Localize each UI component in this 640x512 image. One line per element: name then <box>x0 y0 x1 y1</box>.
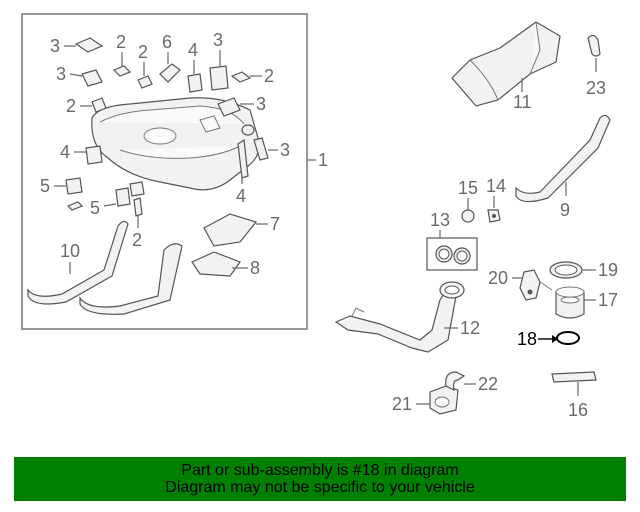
strap-9[interactable] <box>515 114 611 203</box>
pad-4-top[interactable] <box>187 73 203 93</box>
callout-1[interactable]: 1 <box>318 150 328 170</box>
callout-21[interactable]: 21 <box>392 394 412 414</box>
o-ring-18[interactable] <box>556 331 580 345</box>
callout-15[interactable]: 15 <box>458 178 478 198</box>
grommet-3[interactable] <box>241 124 255 136</box>
callout-2b[interactable]: 2 <box>138 42 148 62</box>
callout-2e[interactable]: 2 <box>132 230 142 250</box>
callout-3c[interactable]: 3 <box>56 64 66 84</box>
callout-14[interactable]: 14 <box>486 176 506 196</box>
callout-16[interactable]: 16 <box>568 400 588 420</box>
hose-23[interactable] <box>587 34 601 57</box>
callout-22[interactable]: 22 <box>478 374 498 394</box>
callout-2a[interactable]: 2 <box>116 32 126 52</box>
hose-16[interactable] <box>551 371 597 383</box>
callout-17[interactable]: 17 <box>598 290 618 310</box>
pad-4-left[interactable] <box>85 145 103 165</box>
filler-pipe-12[interactable] <box>334 281 465 353</box>
callout-3d[interactable]: 3 <box>256 94 266 114</box>
filler-duct-11[interactable] <box>451 21 561 107</box>
valve-20[interactable] <box>519 269 553 301</box>
pad-3-side[interactable] <box>253 137 269 161</box>
callout-3a[interactable]: 3 <box>50 36 60 56</box>
banner-line-1: Part or sub-assembly is #18 in diagram <box>181 462 459 479</box>
fuel-tank-assembly-frame <box>21 13 308 330</box>
callout-20[interactable]: 20 <box>488 268 508 288</box>
callout-23[interactable]: 23 <box>586 78 606 98</box>
banner-line-2: Diagram may not be specific to your vehi… <box>165 479 475 496</box>
pad-5-upper[interactable] <box>65 177 83 195</box>
tank-strap-10-a[interactable] <box>27 220 129 305</box>
arrowhead-18 <box>552 335 558 343</box>
pad-2-left[interactable] <box>91 97 107 113</box>
callout-12[interactable]: 12 <box>460 318 480 338</box>
callout-11[interactable]: 11 <box>513 92 532 112</box>
pad-3-right[interactable] <box>217 97 241 117</box>
seal-set-13[interactable] <box>426 237 478 271</box>
heat-shield-7[interactable] <box>203 213 258 247</box>
callout-7[interactable]: 7 <box>270 214 280 234</box>
pad-2-mid[interactable] <box>137 75 153 89</box>
callout-9[interactable]: 9 <box>560 200 570 220</box>
callout-10[interactable]: 10 <box>60 241 80 261</box>
pad-2-top[interactable] <box>112 65 132 77</box>
callout-5a[interactable]: 5 <box>40 176 50 196</box>
callout-4b[interactable]: 4 <box>60 142 70 162</box>
callout-8[interactable]: 8 <box>250 258 260 278</box>
lock-ring-19[interactable] <box>549 261 583 279</box>
heat-shield-8[interactable] <box>191 251 241 277</box>
pump-module-17[interactable] <box>555 286 585 319</box>
callout-3e[interactable]: 3 <box>280 140 290 160</box>
callout-4c[interactable]: 4 <box>236 186 246 206</box>
hose-22[interactable] <box>445 371 466 392</box>
clip[interactable] <box>66 201 84 211</box>
callout-2c[interactable]: 2 <box>264 66 274 86</box>
callout-19[interactable]: 19 <box>598 260 618 280</box>
gasket-15[interactable] <box>461 209 475 223</box>
nut-14[interactable] <box>487 209 501 223</box>
pad-3-top[interactable] <box>74 37 104 53</box>
fuel-tank[interactable] <box>91 97 260 191</box>
callout-5b[interactable]: 5 <box>90 198 100 218</box>
pad-3-upper-right[interactable] <box>209 65 229 91</box>
bracket-2-lower[interactable] <box>133 197 143 217</box>
callout-13[interactable]: 13 <box>430 210 450 230</box>
pad-2-right[interactable] <box>230 71 252 83</box>
pad-6[interactable] <box>159 63 181 83</box>
info-banner: Part or sub-assembly is #18 in diagram D… <box>14 457 626 501</box>
tank-strap-10-b[interactable] <box>79 243 183 315</box>
callout-4a[interactable]: 4 <box>188 40 198 60</box>
callout-3b[interactable]: 3 <box>213 30 223 50</box>
pad-3-left[interactable] <box>81 69 103 87</box>
callout-6[interactable]: 6 <box>162 32 172 52</box>
pad-5-lower[interactable] <box>115 187 131 207</box>
callout-18[interactable]: 18 <box>517 329 537 349</box>
pad-2-lower[interactable] <box>129 181 145 197</box>
callout-2d[interactable]: 2 <box>66 96 76 116</box>
strap-pad-4[interactable] <box>237 138 249 179</box>
